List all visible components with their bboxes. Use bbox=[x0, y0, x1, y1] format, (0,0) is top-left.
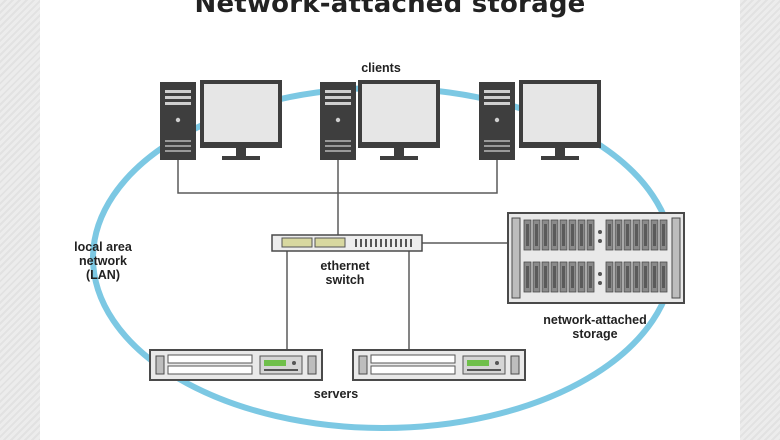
client-computer-1 bbox=[160, 80, 282, 160]
client-computer-2 bbox=[320, 80, 440, 160]
switch-label: ethernet switch bbox=[320, 259, 370, 287]
right-margin-pattern bbox=[740, 0, 780, 440]
rack-server-icon-2 bbox=[352, 349, 526, 381]
storage-array-icon bbox=[507, 212, 685, 304]
rack-server-icon bbox=[149, 349, 323, 381]
lan-label: local area network (LAN) bbox=[74, 240, 132, 282]
servers-label: servers bbox=[313, 387, 359, 401]
left-margin-pattern bbox=[0, 0, 40, 440]
network-switch-icon bbox=[271, 234, 423, 252]
cables bbox=[177, 160, 508, 352]
nas-label: network-attached storage bbox=[543, 313, 647, 341]
client-computer-3 bbox=[479, 80, 601, 160]
clients-label: clients bbox=[361, 61, 401, 75]
page-title: Network-attached storage bbox=[194, 0, 586, 19]
